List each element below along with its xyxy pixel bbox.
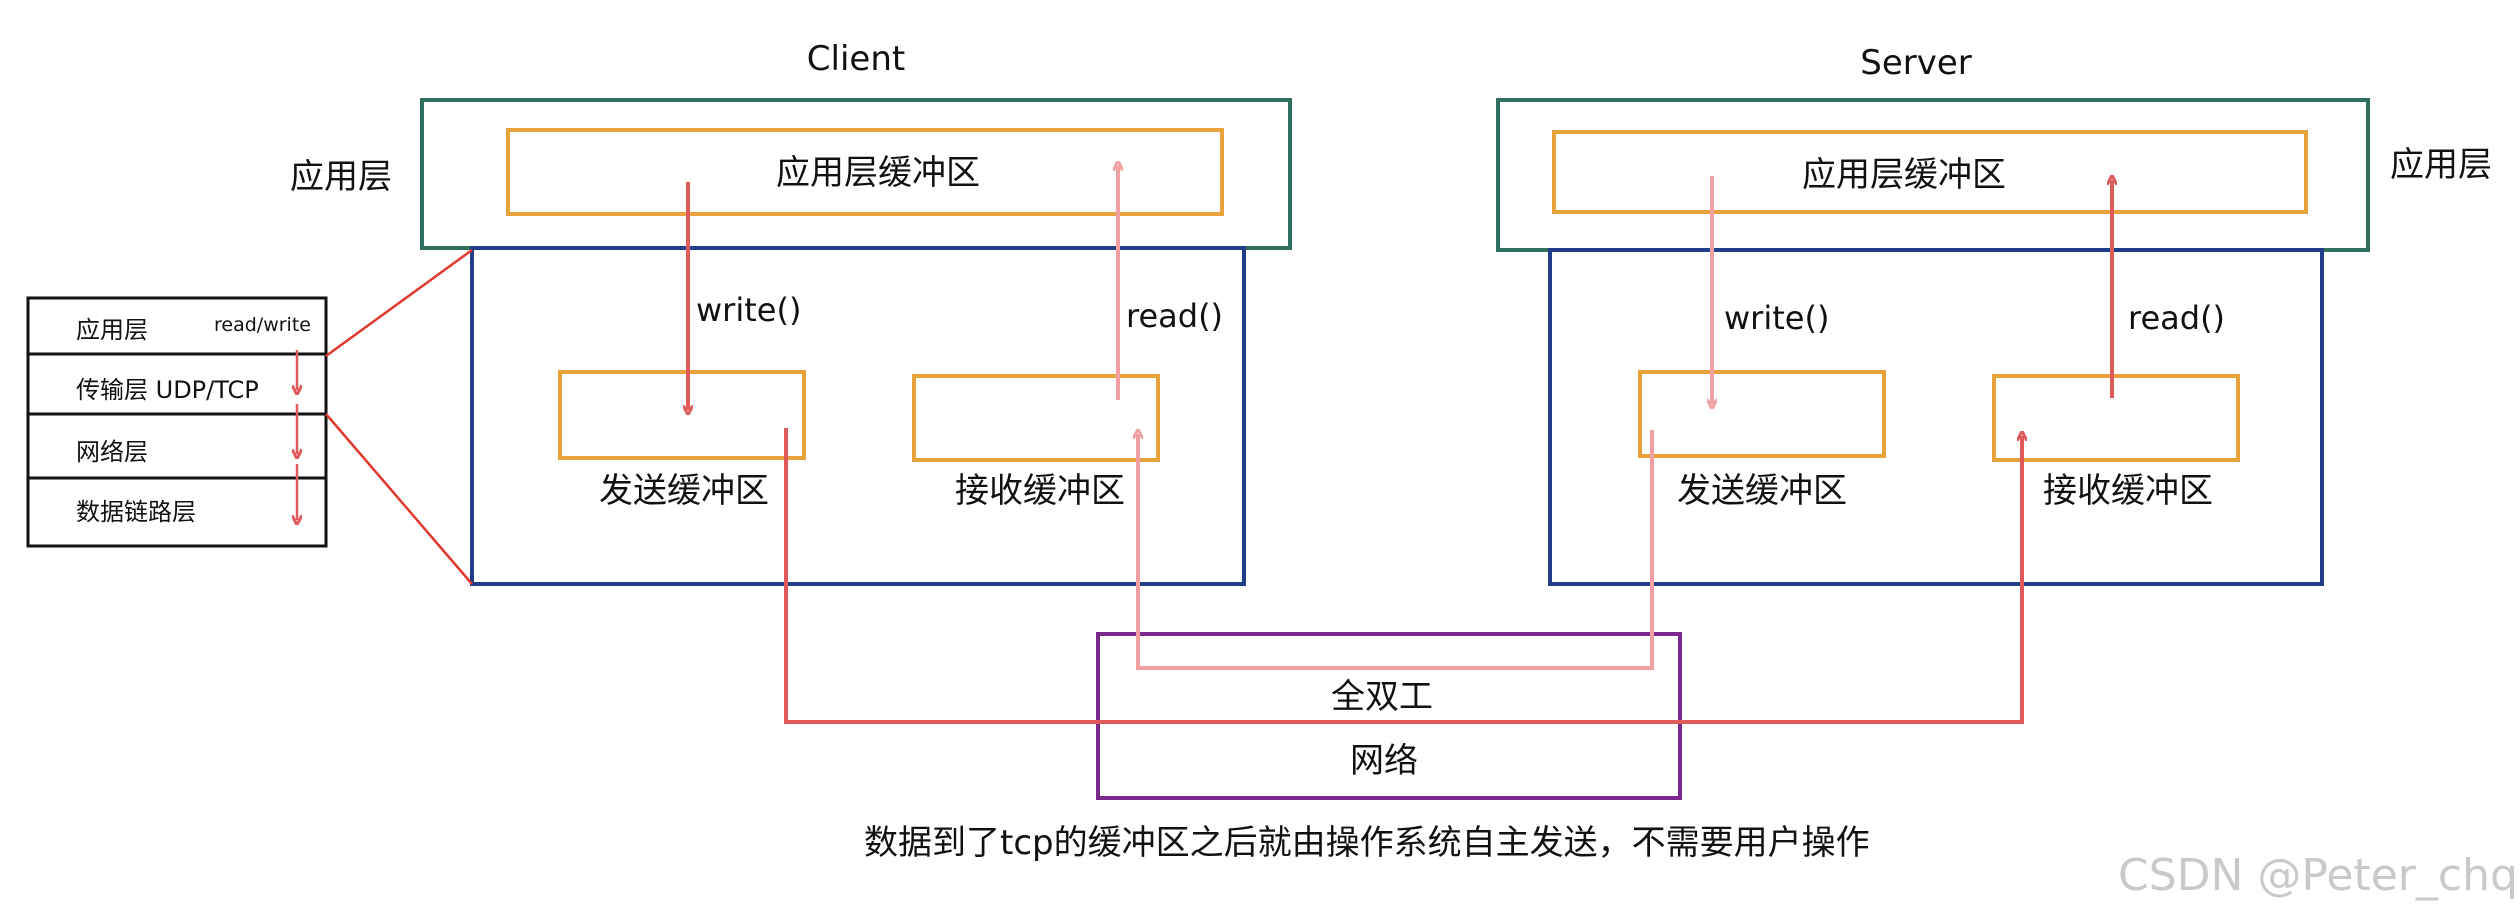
stack-network-label: 网络层 bbox=[76, 438, 148, 466]
caption: 数据到了tcp的缓冲区之后就由操作系统自主发送，不需要用户操作 bbox=[864, 823, 1870, 863]
server-read-label: read() bbox=[2128, 299, 2226, 337]
server-recv-buffer-label: 接收缓冲区 bbox=[2043, 471, 2213, 511]
client-read-label: read() bbox=[1126, 297, 1224, 335]
client-kernel-box bbox=[470, 246, 1246, 586]
client-write-label: write() bbox=[696, 291, 802, 329]
network-duplex-label: 全双工 bbox=[1331, 677, 1433, 717]
client-app-buffer-box bbox=[506, 128, 1224, 216]
stack-transport-label: 传输层 UDP/TCP bbox=[76, 376, 259, 404]
client-app-layer-label: 应用层 bbox=[290, 157, 392, 197]
stack-app-label: 应用层 bbox=[76, 316, 148, 344]
server-send-buffer-box bbox=[1638, 370, 1886, 458]
client-recv-buffer-box bbox=[912, 374, 1160, 462]
client-title: Client bbox=[806, 39, 906, 79]
server-title: Server bbox=[1860, 43, 1972, 83]
server-send-buffer-label: 发送缓冲区 bbox=[1677, 471, 1847, 511]
client-send-buffer-box bbox=[558, 370, 806, 460]
protocol-stack-table bbox=[26, 296, 328, 548]
server-kernel-box bbox=[1548, 248, 2324, 586]
server-app-buffer-label: 应用层缓冲区 bbox=[1802, 155, 2006, 195]
client-send-buffer-label: 发送缓冲区 bbox=[599, 471, 769, 511]
stack-connector-top bbox=[325, 248, 473, 358]
server-recv-buffer-box bbox=[1992, 374, 2240, 462]
server-app-layer-label: 应用层 bbox=[2390, 145, 2492, 185]
server-app-buffer-box bbox=[1552, 130, 2308, 214]
stack-connector-bottom bbox=[325, 413, 473, 585]
client-to-server-path bbox=[784, 428, 2022, 724]
client-app-buffer-label: 应用层缓冲区 bbox=[776, 153, 980, 193]
network-box bbox=[1096, 632, 1682, 800]
server-write-label: write() bbox=[1724, 299, 1830, 337]
stack-rw-label: read/write bbox=[214, 314, 311, 336]
watermark: CSDN @Peter_chq bbox=[2118, 850, 2518, 901]
network-label: 网络 bbox=[1350, 741, 1418, 781]
server-to-client-path bbox=[1138, 430, 1654, 670]
stack-datalink-label: 数据链路层 bbox=[76, 498, 196, 526]
client-recv-buffer-label: 接收缓冲区 bbox=[955, 471, 1125, 511]
